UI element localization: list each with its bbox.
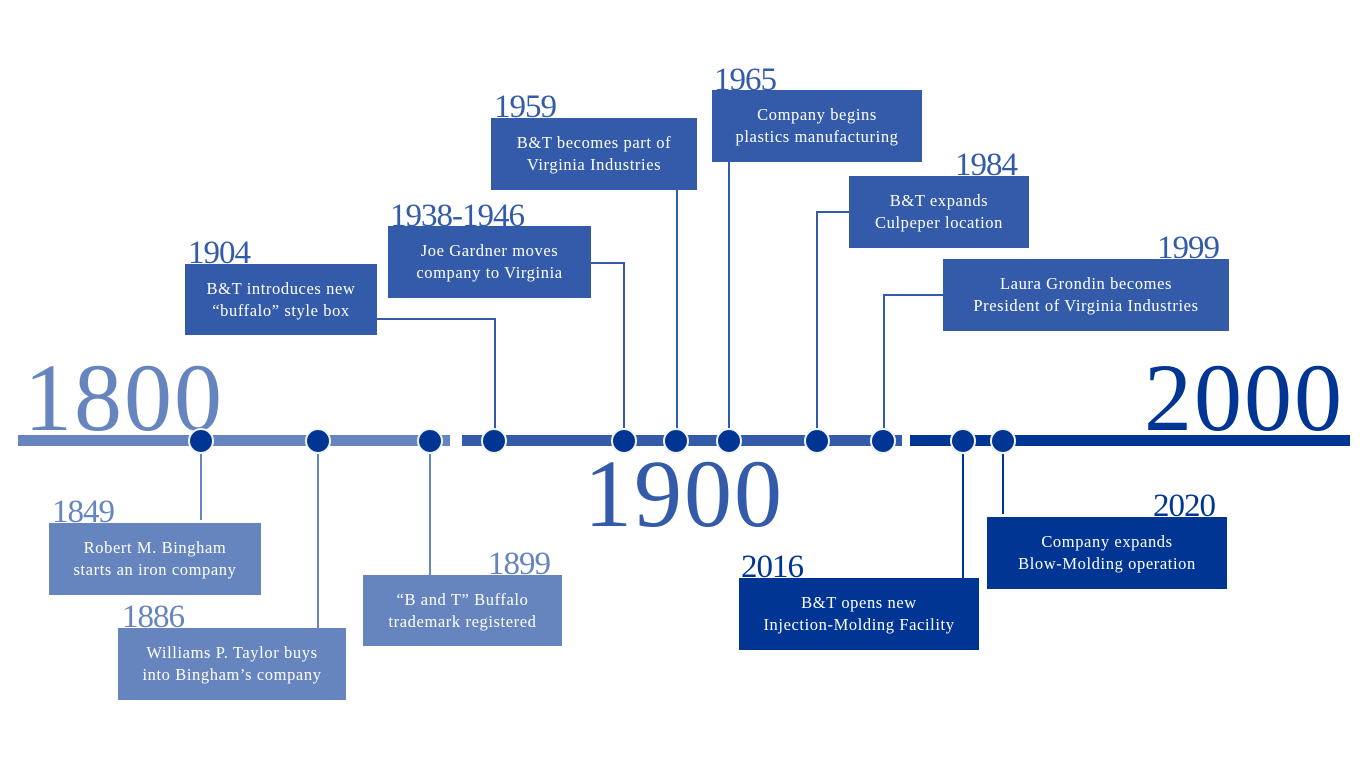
event-year-1984: 1984 xyxy=(955,147,1018,183)
event-text: Company expands xyxy=(1041,532,1173,551)
event-text: Virginia Industries xyxy=(526,155,662,174)
era-label-1900: 1900 xyxy=(584,440,784,547)
event-text: “buffalo” style box xyxy=(212,300,350,320)
timeline-segment-2000s xyxy=(910,435,1350,446)
connector-1938 xyxy=(623,262,625,430)
connector-1886 xyxy=(317,450,319,628)
event-box-1904: B&T introduces new“buffalo” style box xyxy=(185,264,377,335)
timeline-dot-1886 xyxy=(305,428,331,454)
event-text: Laura Grondin becomes xyxy=(999,274,1173,293)
timeline-dot-1999 xyxy=(870,428,896,454)
event-text: Joe Gardner moves xyxy=(420,241,559,260)
timeline-dot-1899 xyxy=(417,428,443,454)
connector-1999 xyxy=(883,294,885,430)
event-text: starts an iron company xyxy=(73,560,237,579)
event-year-2020: 2020 xyxy=(1153,488,1216,524)
connector-1984-h xyxy=(816,211,849,213)
connector-1965 xyxy=(728,162,730,430)
event-year-1899: 1899 xyxy=(488,546,551,582)
event-text: trademark registered xyxy=(388,611,537,631)
timeline-dot-1959 xyxy=(663,428,689,454)
event-year-1849: 1849 xyxy=(52,494,115,530)
event-box-1965: Company begins plastics manufacturing xyxy=(712,90,922,162)
event-text: B&T opens new xyxy=(801,593,917,612)
event-text: into Bingham’s company xyxy=(142,665,322,684)
timeline-dot-1904 xyxy=(481,428,507,454)
connector-1938-h xyxy=(591,262,625,264)
connector-1984 xyxy=(816,211,818,430)
connector-1899 xyxy=(429,450,431,575)
event-text: B&T expands xyxy=(889,191,989,210)
event-text: B&T introduces new xyxy=(206,278,356,298)
timeline-segment-1800s xyxy=(18,435,450,446)
connector-1959 xyxy=(676,190,678,430)
connector-1999-h xyxy=(883,294,943,296)
event-year-1959: 1959 xyxy=(494,89,557,125)
event-box-1959: B&T becomes part of Virginia Industries xyxy=(491,118,697,190)
event-text: Injection-Molding Facility xyxy=(763,615,955,634)
event-text: Blow-Molding operation xyxy=(1018,554,1196,573)
era-label-1800: 1800 xyxy=(24,344,224,451)
event-text: “B and T” Buffalo xyxy=(396,589,529,609)
event-year-2016: 2016 xyxy=(741,549,804,585)
timeline-dot-2020 xyxy=(990,428,1016,454)
event-box-1849: Robert M. Bingham starts an iron company xyxy=(49,523,261,595)
event-text: Culpeper location xyxy=(875,213,1003,232)
event-text: B&T becomes part of xyxy=(516,133,672,152)
event-year-1904: 1904 xyxy=(188,235,251,271)
connector-1849 xyxy=(200,450,202,520)
event-text: Williams P. Taylor buys xyxy=(146,643,318,662)
event-year-1938: 1938-1946 xyxy=(390,198,525,234)
event-year-1886: 1886 xyxy=(122,599,185,635)
event-text: President of Virginia Industries xyxy=(973,296,1199,315)
timeline-dot-1849 xyxy=(188,428,214,454)
event-box-1886: Williams P. Taylor buys into Bingham’s co… xyxy=(118,628,346,700)
event-text: Robert M. Bingham xyxy=(83,538,227,557)
era-label-2000: 2000 xyxy=(1144,344,1344,451)
connector-1904 xyxy=(494,318,496,430)
event-text: company to Virginia xyxy=(416,263,563,282)
connector-1904-h xyxy=(377,318,495,320)
event-text: plastics manufacturing xyxy=(735,127,899,146)
event-year-1965: 1965 xyxy=(714,62,777,98)
timeline-dot-2016 xyxy=(950,428,976,454)
timeline-dot-1938 xyxy=(611,428,637,454)
connector-2016 xyxy=(962,450,964,578)
event-text: Company begins xyxy=(757,105,877,124)
event-box-1938: Joe Gardner moves company to Virginia xyxy=(388,226,591,298)
connector-2020 xyxy=(1002,450,1004,514)
timeline-dot-1965 xyxy=(716,428,742,454)
event-year-1999: 1999 xyxy=(1157,230,1220,266)
timeline-dot-1984 xyxy=(804,428,830,454)
